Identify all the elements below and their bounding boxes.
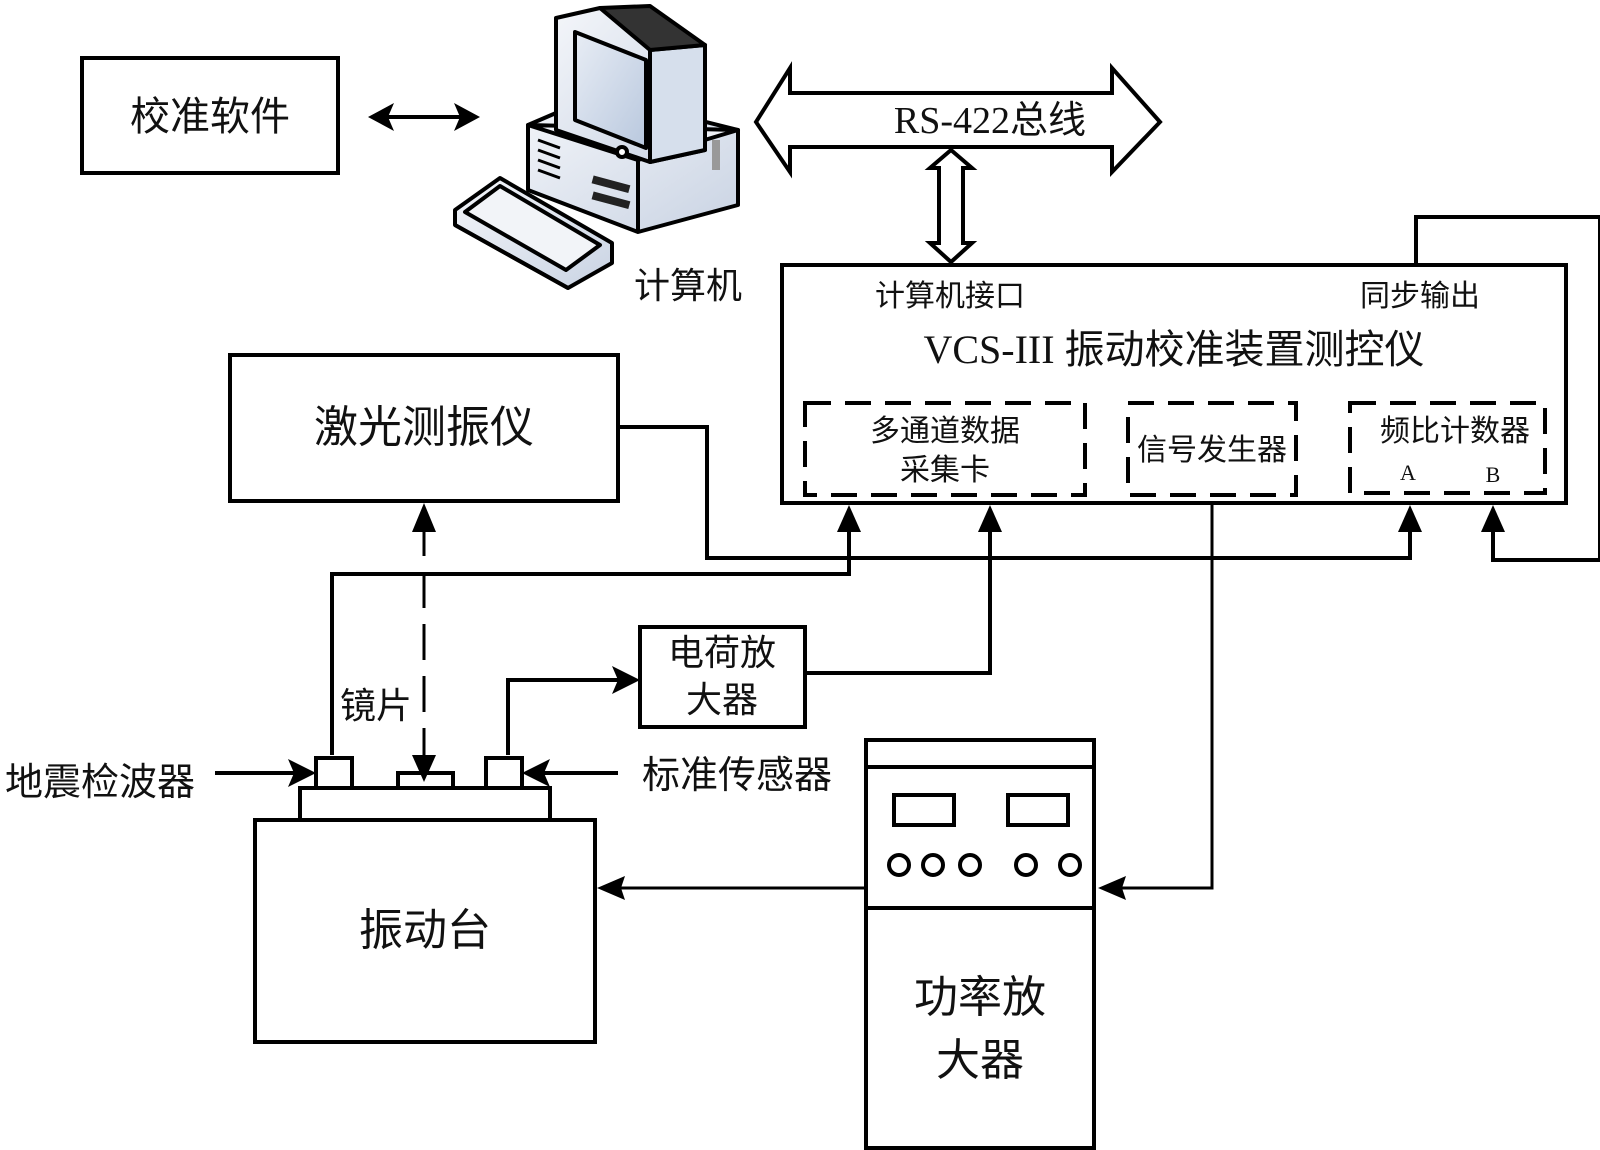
sync-output-label: 同步输出	[1360, 280, 1480, 313]
arrow-head	[978, 505, 1002, 532]
double-arrow-icon	[368, 103, 480, 131]
geophone-block	[314, 756, 354, 790]
calibration-software-box: 校准软件	[80, 56, 340, 175]
arrow-head	[612, 666, 640, 694]
charge-amplifier-box: 电荷放 大器	[638, 625, 807, 729]
display-panel	[1006, 793, 1070, 827]
chargeamp-to-daq-wire	[805, 520, 992, 675]
power-amp-label-line1: 功率放	[914, 973, 1046, 1022]
reference-sensor-label: 标准传感器	[642, 755, 832, 797]
calibration-software-label: 校准软件	[130, 94, 290, 139]
desktop-computer-icon	[453, 4, 740, 290]
sync-output-wire	[1414, 215, 1600, 562]
signal-generator-label: 信号发生器	[1137, 434, 1287, 467]
freq-counter-box	[1348, 401, 1547, 495]
charge-amp-label-line1: 电荷放	[668, 633, 776, 673]
computer-interface-label: 计算机接口	[875, 280, 1025, 313]
sensor-to-chargeamp-wire	[506, 678, 620, 755]
shaker-table-top	[298, 786, 552, 822]
geophone-to-daq-wire	[330, 520, 851, 755]
daq-card-label-line1: 多通道数据	[870, 415, 1020, 448]
shaker-body	[253, 818, 597, 1044]
arrow-head	[288, 759, 316, 787]
charge-amp-label-line2: 大器	[686, 680, 758, 720]
power-amp-label-line2: 大器	[936, 1036, 1024, 1085]
controller-title: VCS-III 振动校准装置测控仪	[923, 327, 1424, 372]
laser-vibrometer-label: 激光测振仪	[314, 403, 534, 452]
power-amplifier-box: 功率放 大器	[864, 738, 1096, 1150]
laser-to-counter-wire	[618, 425, 1412, 560]
shaker-label: 振动台	[359, 906, 491, 955]
computer-label: 计算机	[634, 266, 742, 306]
bus-connector-arrow	[924, 147, 978, 265]
shaker-assembly: 振动台	[253, 756, 597, 1044]
arrow-head	[522, 759, 550, 787]
arrow-head	[1398, 505, 1422, 532]
signal-generator-box	[1126, 401, 1298, 497]
knob-row	[887, 853, 1082, 877]
freq-counter-label: 频比计数器	[1380, 415, 1530, 448]
reference-sensor-block	[484, 756, 524, 790]
arrow-head	[412, 755, 436, 782]
controller-box: 计算机接口 同步输出 VCS-III 振动校准装置测控仪 多通道数据 采集卡 信…	[780, 263, 1568, 505]
arrow-head	[412, 503, 436, 532]
geophone-label: 地震检波器	[5, 762, 195, 804]
bus-label: RS-422总线	[894, 100, 1086, 142]
arrow-head	[1481, 505, 1505, 532]
arrow-head	[597, 876, 625, 900]
daq-card-label-line2: 采集卡	[900, 454, 990, 487]
display-panel	[892, 793, 956, 827]
arrow-head	[1098, 876, 1126, 900]
port-b-label: B	[1486, 462, 1501, 487]
arrow-head	[837, 505, 861, 532]
siggen-to-poweramp-wire	[1112, 503, 1214, 890]
port-a-label: A	[1400, 460, 1416, 485]
rs422-bus-arrow: RS-422总线	[753, 61, 1163, 179]
mirror-label: 镜片	[340, 686, 412, 726]
laser-vibrometer-box: 激光测振仪	[228, 353, 620, 503]
daq-card-box	[803, 401, 1087, 497]
